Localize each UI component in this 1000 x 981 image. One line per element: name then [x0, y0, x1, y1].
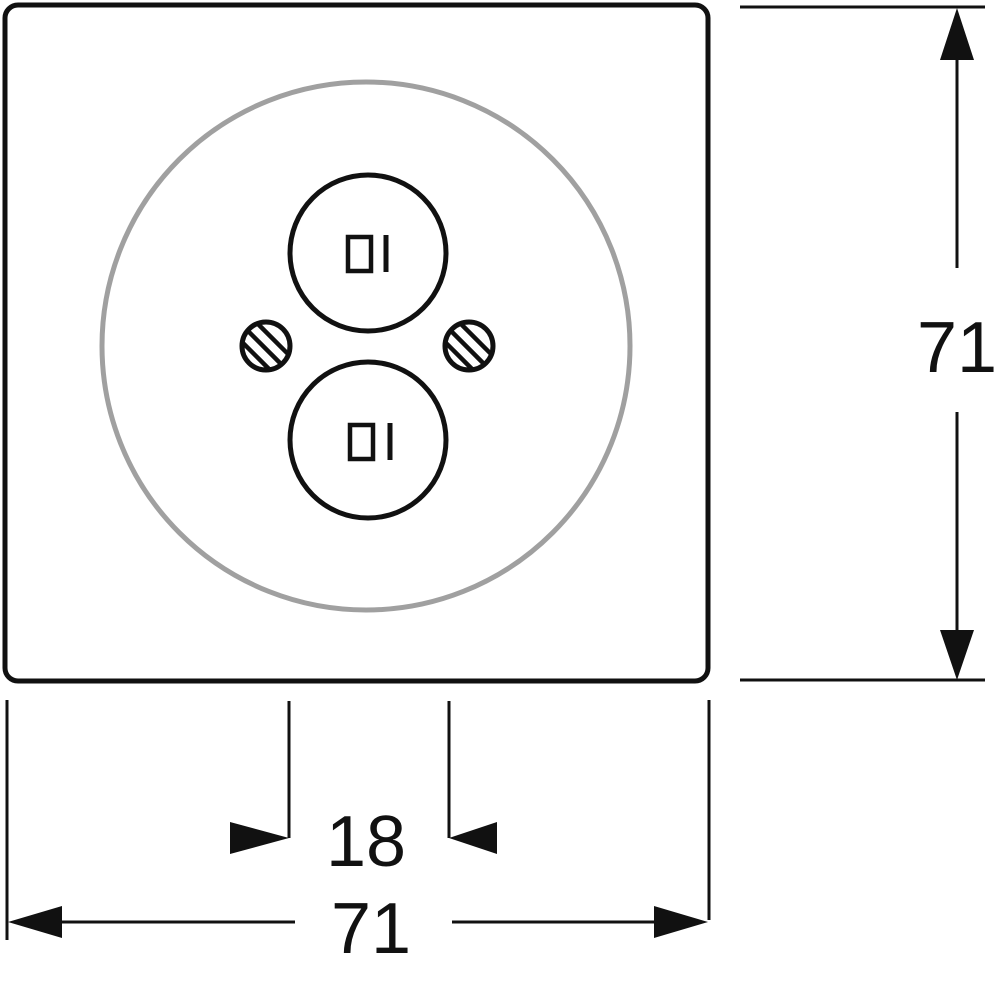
upper-socket-contact-slot-icon [345, 234, 374, 274]
left-screw-icon [239, 319, 293, 373]
upper-socket [287, 172, 449, 334]
right-screw-icon [442, 319, 496, 373]
width-arrow-left-icon [8, 906, 62, 938]
height-arrow-up-icon [940, 8, 974, 60]
lower-socket-contact-slot-icon [347, 422, 376, 462]
height-dimension-label: 71 [917, 308, 997, 388]
upper-socket-outline [287, 172, 449, 334]
spacing-arrow-left-icon [449, 822, 497, 854]
spacing-dimension: 18 [230, 701, 497, 882]
center-ring [99, 79, 633, 613]
lower-socket [287, 359, 449, 521]
width-dimension-label: 71 [331, 889, 411, 969]
cover-plate [2, 2, 711, 684]
height-arrow-down-icon [940, 630, 974, 680]
width-arrow-right-icon [654, 906, 708, 938]
spacing-arrow-right-icon [230, 822, 289, 854]
spacing-dimension-label: 18 [326, 802, 406, 882]
width-dimension: 71 [5, 700, 711, 969]
lower-socket-outline [287, 359, 449, 521]
height-dimension: 71 [740, 5, 997, 682]
